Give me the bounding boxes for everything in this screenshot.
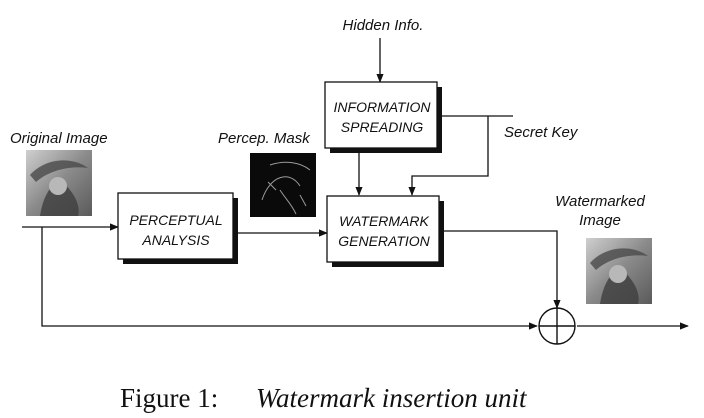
- adder-node: [538, 307, 576, 345]
- block-perceptual-analysis: PERCEPTUAL ANALYSIS: [117, 192, 238, 264]
- original-image-thumbnail: [26, 150, 92, 216]
- generation-label-2: GENERATION: [338, 233, 430, 249]
- watermarked-label-1: Watermarked: [555, 193, 645, 210]
- watermarked-label-2: Image: [579, 212, 621, 229]
- perceptual-label-1: PERCEPTUAL: [129, 212, 222, 228]
- spreading-label-2: SPREADING: [341, 119, 424, 135]
- edge-key-to-generation: [408, 116, 489, 196]
- edge-original-to-adder: [41, 227, 538, 330]
- caption-number: Figure 1:: [120, 383, 218, 413]
- perceptual-mask-thumbnail: [250, 153, 316, 217]
- percep-mask-label: Percep. Mask: [218, 130, 311, 147]
- perceptual-label-2: ANALYSIS: [141, 232, 210, 248]
- spreading-label-1: INFORMATION: [334, 99, 432, 115]
- generation-label-1: WATERMARK: [339, 213, 429, 229]
- hidden-info-label: Hidden Info.: [343, 17, 424, 34]
- watermarked-image-thumbnail: [586, 238, 652, 304]
- caption-title: Watermark insertion unit: [256, 383, 528, 413]
- block-information-spreading: INFORMATION SPREADING: [324, 81, 442, 153]
- edge-generation-to-adder: [440, 230, 561, 309]
- block-watermark-generation: WATERMARK GENERATION: [326, 195, 444, 267]
- secret-key-label: Secret Key: [504, 124, 579, 141]
- original-image-label: Original Image: [10, 130, 108, 147]
- connections: [22, 38, 689, 330]
